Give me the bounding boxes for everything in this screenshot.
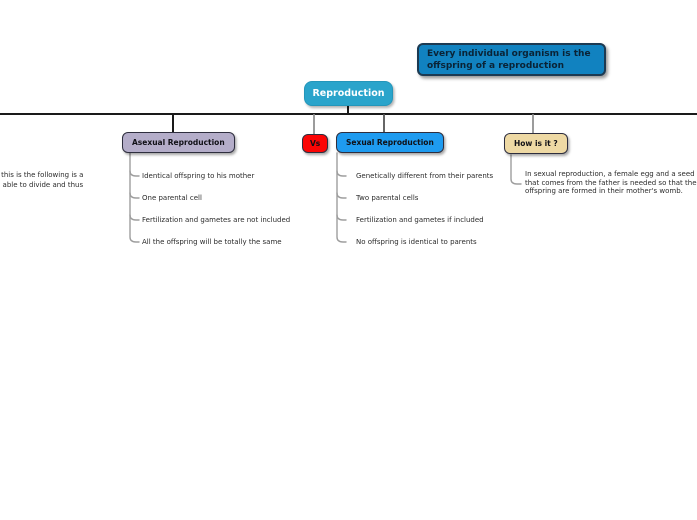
sexual-item-4[interactable]: No offspring is identical to parents: [356, 238, 477, 246]
asexual-item-1[interactable]: Identical offspring to his mother: [142, 172, 255, 180]
floating-note-line1: Every individual organism is the: [427, 49, 591, 59]
floating-note-line2: offspring of a reproduction: [427, 60, 564, 71]
clipped-left-line2: e able to divide and thus: [0, 180, 84, 189]
how-branch-lines: [510, 154, 522, 185]
sexual-item-3[interactable]: Fertilization and gametes if included: [356, 216, 484, 224]
clipped-left-line1: r this is the following is a: [0, 171, 84, 179]
sexual-item-1[interactable]: Genetically different from their parents: [356, 172, 494, 180]
topic-how-is-it[interactable]: How is it ?: [504, 133, 568, 154]
asexual-item-4[interactable]: All the offspring will be totally the sa…: [142, 238, 282, 246]
how-note-line1: In sexual reproduction, a female egg and…: [525, 170, 695, 178]
root-topic-reproduction[interactable]: Reproduction: [304, 81, 393, 106]
asexual-item-3[interactable]: Fertilization and gametes are not includ…: [142, 216, 291, 224]
sexual-branch-lines: [336, 152, 347, 243]
floating-note[interactable]: Every individual organism is the offspri…: [417, 43, 606, 76]
topic-asexual-reproduction[interactable]: Asexual Reproduction: [122, 132, 235, 153]
clipped-left-text[interactable]: r this is the following is a e able to d…: [0, 171, 83, 190]
topic-vs[interactable]: Vs: [302, 134, 329, 153]
how-note-text[interactable]: In sexual reproduction, a female egg and…: [525, 170, 697, 196]
asexual-item-2[interactable]: One parental cell: [142, 194, 202, 202]
asexual-branch-lines: [129, 152, 140, 243]
how-note-line3: offspring are formed in their mother's w…: [525, 187, 683, 196]
sexual-item-2[interactable]: Two parental cells: [356, 194, 419, 202]
topic-sexual-reproduction[interactable]: Sexual Reproduction: [336, 132, 444, 153]
how-note-line2: that comes from the father is needed so …: [525, 178, 697, 187]
